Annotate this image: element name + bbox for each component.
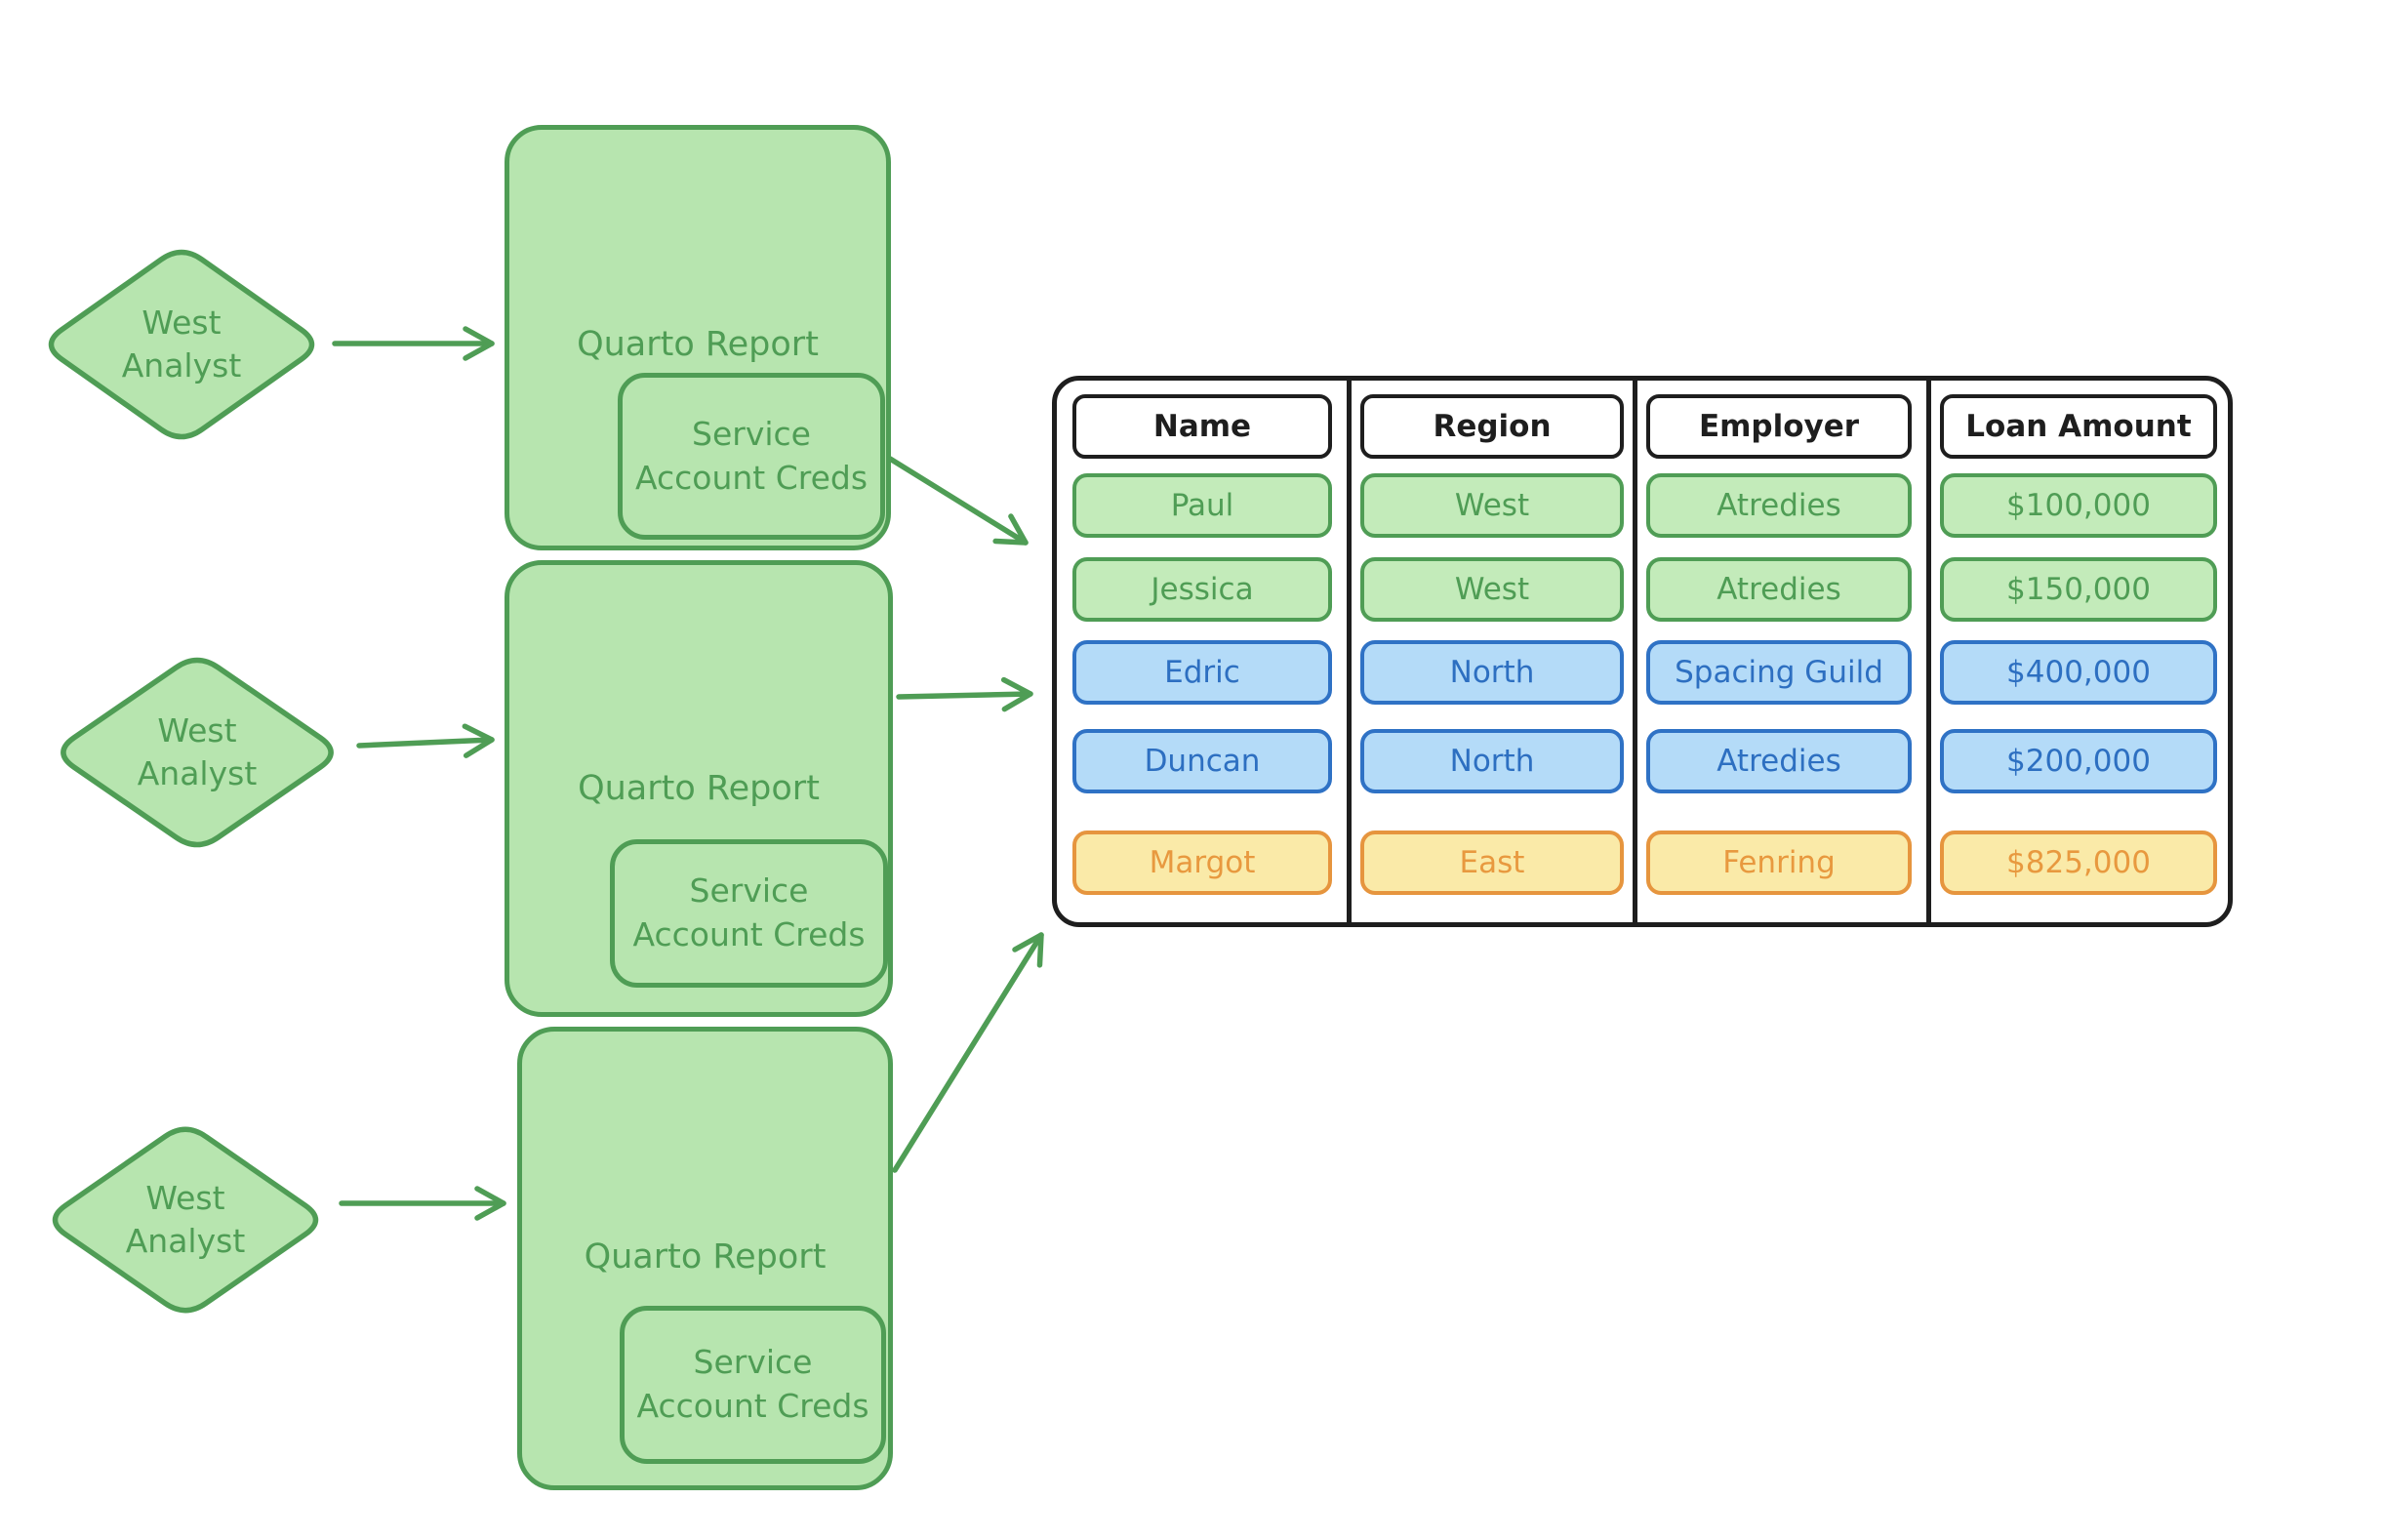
report-title: Quarto Report	[577, 325, 819, 364]
analyst-node-2[interactable]: West Analyst	[49, 649, 345, 856]
diamond-shape	[48, 249, 315, 440]
cell-loan-row5[interactable]: $825,000	[1940, 831, 2217, 895]
cell-employer-row2[interactable]: Atredies	[1646, 557, 1912, 622]
cell-loan-row4[interactable]: $200,000	[1940, 729, 2217, 793]
column-header-employer[interactable]: Employer	[1646, 394, 1912, 459]
cell-employer-row5[interactable]: Fenring	[1646, 831, 1912, 895]
column-header-region[interactable]: Region	[1360, 394, 1624, 459]
credential-label: Service Account Creds	[632, 871, 866, 953]
cell-name-row4[interactable]: Duncan	[1072, 729, 1332, 793]
diamond-shape	[61, 657, 334, 848]
analyst-label-text: West Analyst	[137, 711, 258, 792]
analyst-label-text: West Analyst	[125, 1179, 246, 1260]
arrow-report2-to-table[interactable]	[896, 676, 1033, 712]
cell-employer-row3[interactable]: Spacing Guild	[1646, 640, 1912, 705]
cell-region-row5[interactable]: East	[1360, 831, 1624, 895]
credential-box[interactable]: Service Account Creds	[618, 373, 885, 540]
cell-region-row4[interactable]: North	[1360, 729, 1624, 793]
credential-box[interactable]: Service Account Creds	[610, 839, 888, 988]
report-node-1[interactable]: Quarto Report Service Account Creds	[505, 125, 891, 550]
analyst-node-3[interactable]: West Analyst	[41, 1118, 330, 1321]
credential-label: Service Account Creds	[636, 1343, 869, 1425]
cell-name-row5[interactable]: Margot	[1072, 831, 1332, 895]
cell-loan-row2[interactable]: $150,000	[1940, 557, 2217, 622]
cell-loan-row3[interactable]: $400,000	[1940, 640, 2217, 705]
diamond-shape	[52, 1126, 319, 1314]
cell-region-row1[interactable]: West	[1360, 473, 1624, 538]
cell-region-row2[interactable]: West	[1360, 557, 1624, 622]
report-title: Quarto Report	[584, 1237, 827, 1277]
report-node-3[interactable]: Quarto Report Service Account Creds	[517, 1027, 893, 1490]
report-node-2[interactable]: Quarto Report Service Account Creds	[505, 560, 893, 1017]
column-header-loan-amount[interactable]: Loan Amount	[1940, 394, 2217, 459]
credential-box[interactable]: Service Account Creds	[620, 1306, 886, 1464]
cell-loan-row1[interactable]: $100,000	[1940, 473, 2217, 538]
arrow-report3-to-table[interactable]	[892, 932, 1044, 1173]
loan-table[interactable]: Name Paul Jessica Edric Duncan Margot Re…	[1052, 376, 2233, 927]
analyst-label-text: West Analyst	[121, 304, 242, 385]
column-divider	[1926, 381, 1931, 922]
analyst-node-1[interactable]: West Analyst	[37, 241, 326, 448]
arrow-analyst2-to-report2[interactable]	[356, 723, 495, 758]
column-divider	[1633, 381, 1637, 922]
analyst-label: West Analyst	[41, 1118, 330, 1321]
credential-label: Service Account Creds	[634, 414, 868, 497]
cell-name-row2[interactable]: Jessica	[1072, 557, 1332, 622]
arrow-report1-to-table[interactable]	[887, 456, 1029, 546]
column-divider	[1347, 381, 1352, 922]
analyst-label: West Analyst	[37, 241, 326, 448]
analyst-label: West Analyst	[49, 649, 345, 856]
cell-employer-row4[interactable]: Atredies	[1646, 729, 1912, 793]
column-header-name[interactable]: Name	[1072, 394, 1332, 459]
cell-name-row3[interactable]: Edric	[1072, 640, 1332, 705]
cell-region-row3[interactable]: North	[1360, 640, 1624, 705]
cell-name-row1[interactable]: Paul	[1072, 473, 1332, 538]
cell-employer-row1[interactable]: Atredies	[1646, 473, 1912, 538]
report-title: Quarto Report	[578, 769, 820, 808]
